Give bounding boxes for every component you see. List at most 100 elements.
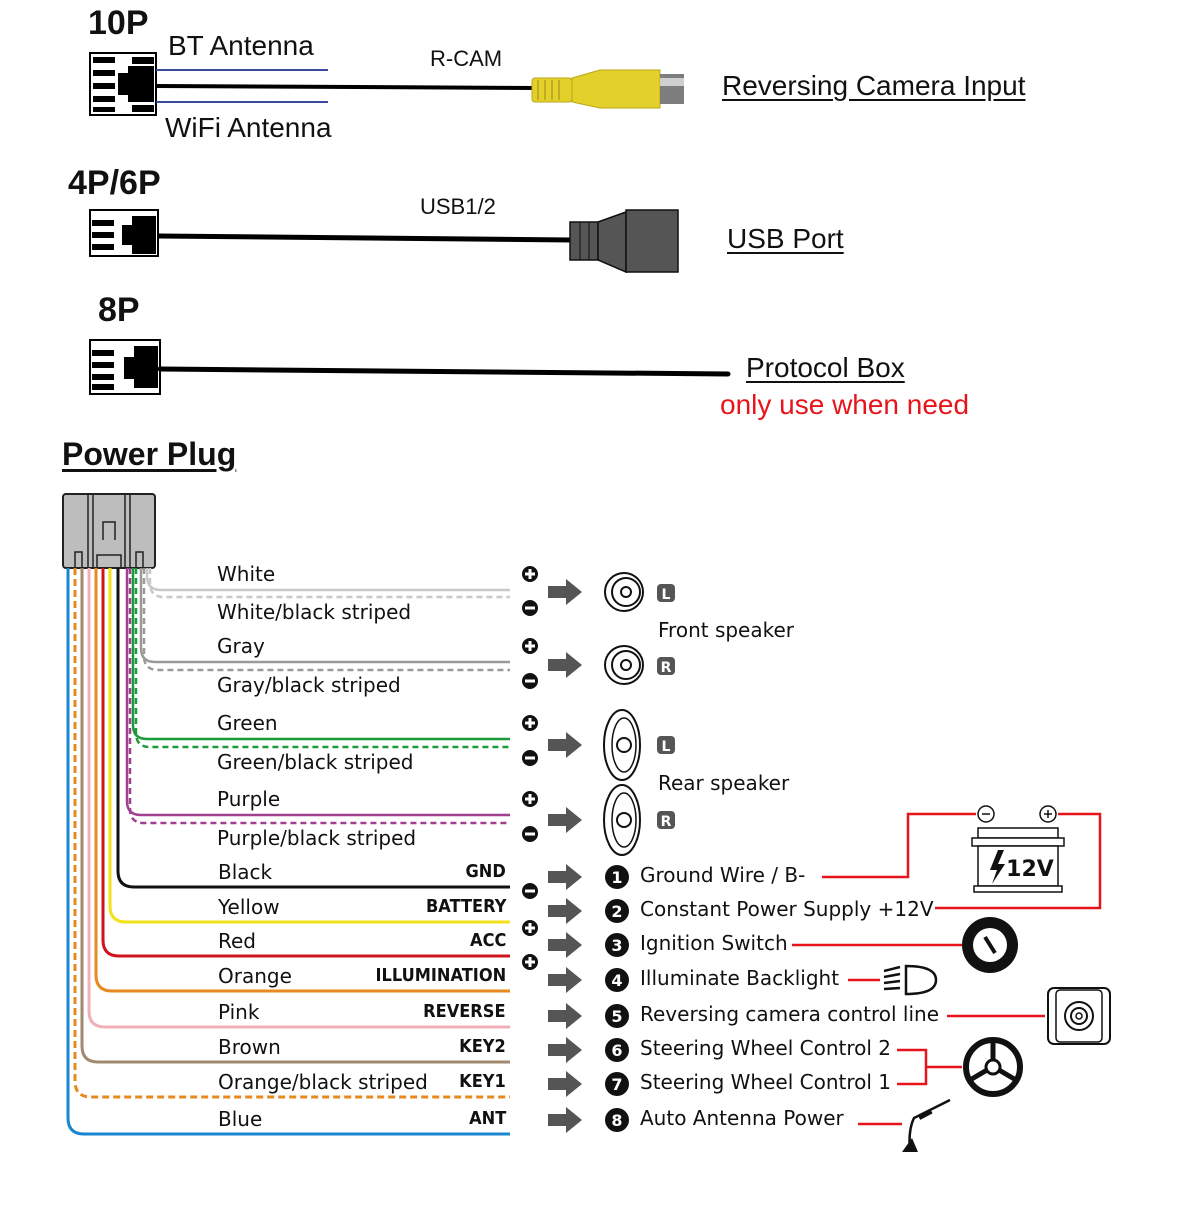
wire-blue	[66, 568, 510, 1136]
protocol-box-note: only use when need	[720, 389, 970, 420]
connector-10p-label: 10P	[88, 4, 149, 42]
svg-text:L: L	[662, 739, 671, 755]
wire-function-label: ILLUMINATION	[375, 965, 506, 986]
plug-10p-icon	[89, 52, 157, 116]
wire-label-3: Gray/black striped	[217, 673, 401, 697]
power-plug-title: Power Plug	[62, 436, 237, 472]
number-badge-icon: 7	[605, 1072, 629, 1096]
wire-label-orange-black-striped: Orange/black striped	[218, 1070, 428, 1094]
wire-red	[101, 568, 510, 958]
wire-function-label: REVERSE	[423, 1001, 506, 1022]
svg-text:1: 1	[611, 868, 622, 887]
arrow-right-icon	[548, 1003, 582, 1029]
wire-label-4: Green	[217, 711, 278, 735]
wire-label-0: White	[217, 562, 276, 586]
minus-terminal-icon	[522, 600, 538, 616]
svg-text:L: L	[662, 587, 671, 603]
usb-cable-label: USB1/2	[420, 194, 496, 219]
function-description: Illuminate Backlight	[640, 966, 840, 990]
bt-antenna-label: BT Antenna	[168, 30, 314, 61]
function-description: Reversing camera control line	[640, 1002, 940, 1026]
minus-terminal-icon	[522, 883, 538, 899]
arrow-right-icon	[548, 932, 582, 958]
minus-terminal-icon	[522, 750, 538, 766]
wire-label-orange: Orange	[218, 964, 292, 988]
wire-label-2: Gray	[217, 634, 265, 658]
plus-terminal-icon	[522, 954, 538, 970]
function-description: Auto Antenna Power	[640, 1106, 844, 1130]
front-speaker-right-icon	[604, 645, 644, 685]
plug-4p6p-icon	[89, 209, 159, 257]
arrow-right-icon	[548, 732, 582, 758]
svg-text:4: 4	[611, 971, 622, 990]
wire-function-label: ACC	[469, 930, 506, 951]
wire-group	[66, 568, 510, 1136]
svg-text:R: R	[661, 814, 672, 830]
arrow-right-icon	[548, 579, 582, 605]
wire-function-label: GND	[465, 861, 506, 882]
power-plug-housing-icon	[62, 493, 156, 569]
wire-orange	[94, 568, 510, 993]
rear-speaker-right-icon	[603, 784, 641, 856]
svg-text:3: 3	[611, 936, 622, 955]
svg-text:12V: 12V	[1006, 857, 1054, 882]
rear-speaker-label: Rear speaker	[658, 771, 790, 795]
wire-white	[145, 568, 510, 592]
number-badge-icon: 4	[605, 968, 629, 992]
rear-speaker-left-icon	[603, 709, 641, 781]
number-badge-icon: 1	[605, 865, 629, 889]
wire-white-black-striped	[148, 568, 510, 599]
wire-label-black: Black	[218, 860, 273, 884]
wire-pink	[87, 568, 510, 1029]
wire-label-1: White/black striped	[217, 600, 412, 624]
r-cam-label: R-CAM	[430, 46, 503, 71]
minus-terminal-icon	[522, 826, 538, 842]
connection-lines	[792, 812, 1102, 1126]
reversing-camera-icon	[1047, 987, 1111, 1045]
number-badge-icon: 6	[605, 1038, 629, 1062]
wire-brown	[80, 568, 510, 1064]
arrow-right-icon	[548, 1037, 582, 1063]
arrow-right-icon	[548, 898, 582, 924]
rca-connector-icon	[531, 69, 684, 109]
channel-badges: L R L R	[657, 584, 675, 830]
wire-label-7: Purple/black striped	[217, 826, 417, 850]
wire-label-pink: Pink	[218, 1000, 260, 1024]
svg-text:5: 5	[611, 1007, 622, 1026]
arrow-right-icon	[548, 1107, 582, 1133]
usb-port-label: USB Port	[727, 223, 844, 254]
function-description: Ignition Switch	[640, 931, 788, 955]
battery-icon: 12V	[971, 805, 1065, 893]
symbol-group: 1 2 3 4 5 6 7 8	[522, 566, 629, 1133]
plus-terminal-icon	[522, 791, 538, 807]
minus-terminal-icon	[522, 673, 538, 689]
plus-terminal-icon	[522, 920, 538, 936]
ignition-switch-icon	[962, 917, 1018, 973]
wire-label-6: Purple	[217, 787, 281, 811]
wire-function-label: ANT	[468, 1108, 506, 1129]
function-description: Ground Wire / B-	[640, 863, 806, 887]
wire-label-yellow: Yellow	[218, 895, 280, 919]
wire-function-label: BATTERY	[425, 896, 506, 917]
front-speaker-label: Front speaker	[658, 618, 795, 642]
antenna-icon	[902, 1098, 951, 1153]
arrow-right-icon	[548, 967, 582, 993]
svg-text:2: 2	[611, 902, 622, 921]
wire-label-5: Green/black striped	[217, 750, 414, 774]
wire-purple-black-striped	[128, 568, 510, 825]
number-badge-icon: 5	[605, 1004, 629, 1028]
wifi-antenna-label: WiFi Antenna	[165, 112, 332, 143]
arrow-right-icon	[548, 652, 582, 678]
svg-text:6: 6	[611, 1041, 622, 1060]
wire-gray-black-striped	[142, 568, 510, 672]
svg-text:R: R	[661, 660, 672, 676]
wire-label-red: Red	[218, 929, 256, 953]
headlight-icon	[883, 964, 938, 996]
svg-text:7: 7	[611, 1075, 622, 1094]
protocol-box-label: Protocol Box	[746, 352, 905, 383]
reversing-camera-input-label: Reversing Camera Input	[722, 70, 1026, 101]
svg-text:8: 8	[611, 1111, 622, 1130]
connector-4p6p-label: 4P/6P	[68, 164, 161, 202]
arrow-right-icon	[548, 864, 582, 890]
